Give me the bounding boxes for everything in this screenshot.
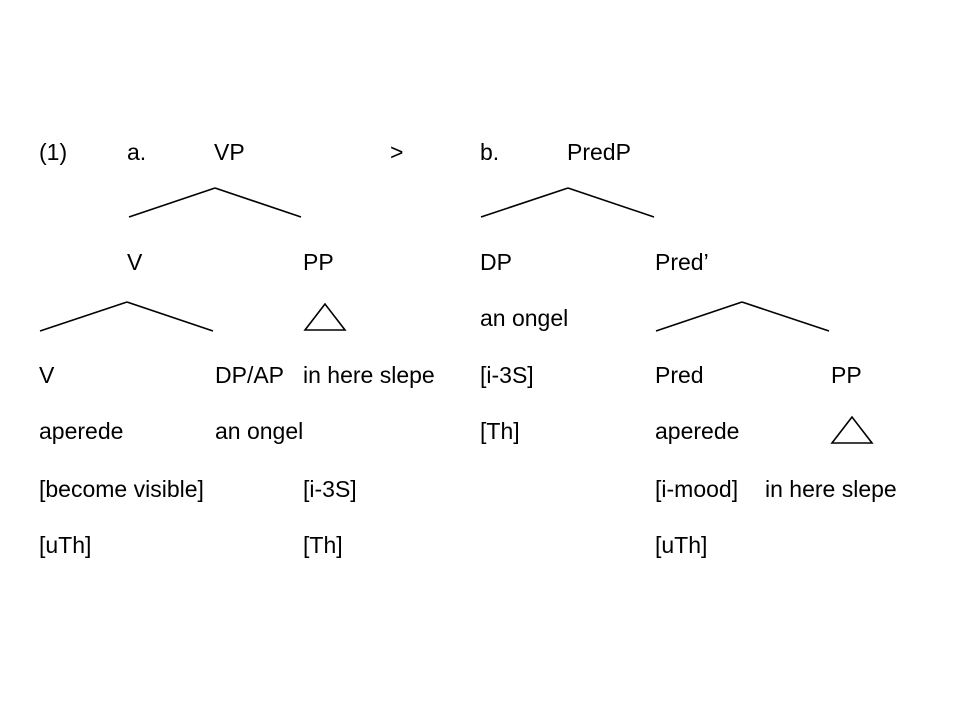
tree-b-root-predp: PredP — [567, 139, 631, 165]
tree-a-root-vp: VP — [214, 139, 245, 165]
branch-vp-right — [214, 187, 302, 218]
branch-predp-right — [567, 187, 655, 218]
arrow-symbol: > — [390, 139, 404, 165]
branch-v-right — [126, 301, 214, 332]
tree-a-verb: aperede — [39, 418, 124, 444]
tree-b-feature-uth: [uTh] — [655, 532, 708, 558]
tree-b-node-predbar: Pred’ — [655, 249, 709, 275]
tree-b-pred-head: Pred — [655, 362, 704, 388]
tree-a-feature-i3s: [i-3S] — [303, 476, 357, 502]
tree-a-v-head: V — [39, 362, 55, 388]
tree-b-node-pp: PP — [831, 362, 862, 388]
pp-triangle-a — [303, 302, 347, 331]
pp-triangle-b — [830, 415, 874, 444]
tree-b-subject: an ongel — [480, 305, 569, 331]
tree-a-feature-uth: [uTh] — [39, 532, 92, 558]
tree-a-feature-th: [Th] — [303, 532, 343, 558]
tree-a-dp-ap: DP/AP — [215, 362, 285, 388]
branch-v-left — [39, 301, 128, 332]
tree-a-object: an ongel — [215, 418, 304, 444]
tree-b-letter: b. — [480, 139, 500, 165]
tree-b-feature-th: [Th] — [480, 418, 520, 444]
branch-vp-left — [128, 187, 216, 218]
branch-predbar-left — [655, 301, 743, 332]
branch-predp-left — [480, 187, 569, 218]
tree-a-node-pp: PP — [303, 249, 334, 275]
tree-a-pp-text: in here slepe — [303, 362, 435, 388]
tree-a-letter: a. — [127, 139, 147, 165]
tree-a-node-v: V — [127, 249, 143, 275]
tree-b-feature-i3s: [i-3S] — [480, 362, 534, 388]
tree-a-gloss: [become visible] — [39, 476, 204, 502]
tree-b-feature-imood: [i-mood] — [655, 476, 739, 502]
branch-predbar-right — [741, 301, 830, 332]
tree-b-verb: aperede — [655, 418, 740, 444]
example-number: (1) — [39, 139, 68, 165]
tree-b-pp-text: in here slepe — [765, 476, 897, 502]
tree-b-node-dp: DP — [480, 249, 512, 275]
